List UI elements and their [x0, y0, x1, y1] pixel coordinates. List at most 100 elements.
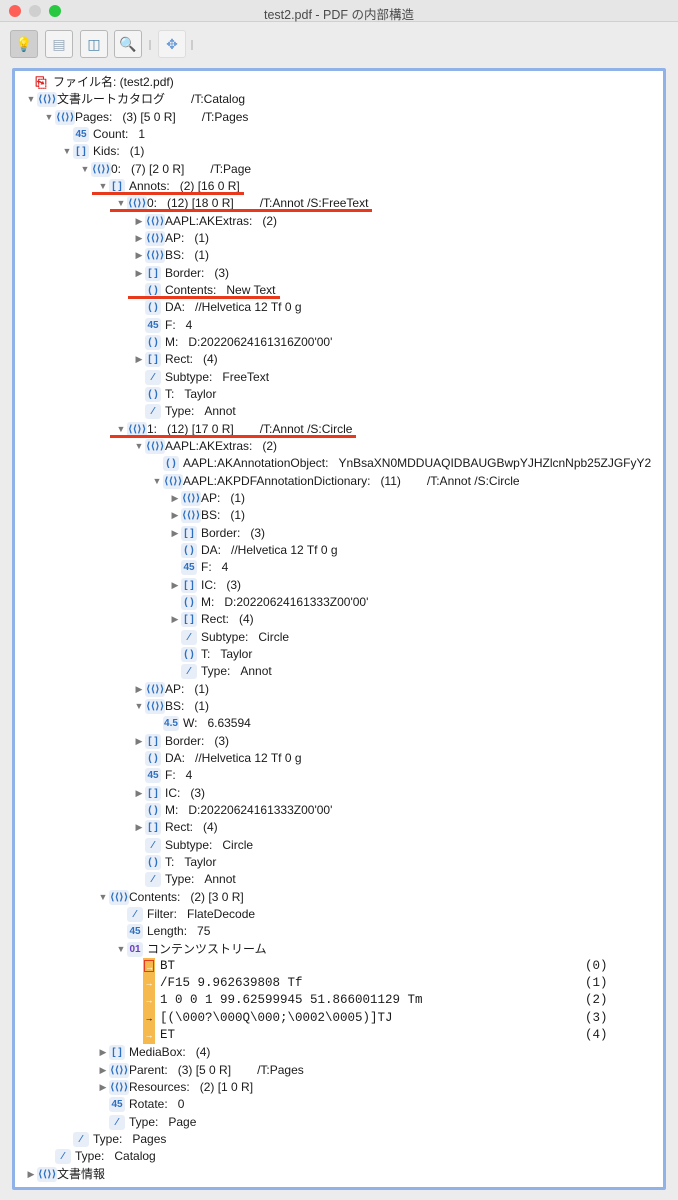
tree-row[interactable]: ▶[ ]IC:(3): [15, 577, 663, 594]
tree-row[interactable]: ▼⟨⟨⟩⟩AAPL:AKPDFAnnotationDictionary:(11)…: [15, 473, 663, 490]
tree-row[interactable]: ▶⟨⟨⟩⟩Resources:(2) [1 0 R]: [15, 1079, 663, 1096]
tree-row[interactable]: ▼[ ]Annots:(2) [16 0 R]: [15, 178, 663, 195]
tree-row[interactable]: ▶⟨⟨⟩⟩AP:(1): [15, 490, 663, 507]
tree-row[interactable]: ▼⟨⟨⟩⟩文書ルートカタログ/T:Catalog: [15, 91, 663, 108]
tree-row[interactable]: ▶[ ]Rect:(4): [15, 611, 663, 628]
close-button[interactable]: [9, 5, 21, 17]
disclosure-closed-icon[interactable]: ▶: [171, 527, 179, 538]
disclosure-open-icon[interactable]: ▼: [26, 94, 36, 105]
tree-row[interactable]: ⁄Type:Page: [15, 1114, 663, 1131]
disclosure-closed-icon[interactable]: ▶: [135, 232, 143, 243]
tree-row[interactable]: ( )Contents:New Text: [15, 282, 663, 299]
disclosure-closed-icon[interactable]: ▶: [135, 250, 143, 261]
tree-row[interactable]: ⁄Type:Catalog: [15, 1148, 663, 1165]
tree-row[interactable]: ▶[ ]Border:(3): [15, 265, 663, 282]
tree-row[interactable]: ⁄Subtype:Circle: [15, 629, 663, 646]
stream-line[interactable]: [(\000?\000Q\000;\0002\0005)]TJ: [160, 1010, 393, 1025]
tree-row[interactable]: ( )DA://Helvetica 12 Tf 0 g: [15, 750, 663, 767]
disclosure-open-icon[interactable]: ▼: [116, 423, 126, 434]
tree-row[interactable]: ( )DA://Helvetica 12 Tf 0 g: [15, 299, 663, 316]
stream-line[interactable]: 1 0 0 1 99.62599945 51.866001129 Tm: [160, 993, 423, 1008]
disclosure-closed-icon[interactable]: ▶: [135, 683, 143, 694]
disclosure-open-icon[interactable]: ▼: [134, 440, 144, 451]
search-button[interactable]: 🔍: [114, 30, 142, 58]
disclosure-open-icon[interactable]: ▼: [98, 180, 108, 191]
tree-row[interactable]: ( )M:D:20220624161333Z00'00': [15, 594, 663, 611]
tree-row[interactable]: ▶⟨⟨⟩⟩文書情報: [15, 1166, 663, 1183]
disclosure-open-icon[interactable]: ▼: [80, 163, 90, 174]
info-button[interactable]: 💡: [10, 30, 38, 58]
tree-row[interactable]: ( )M:D:20220624161316Z00'00': [15, 334, 663, 351]
disclosure-closed-icon[interactable]: ▶: [27, 1168, 35, 1179]
disclosure-closed-icon[interactable]: ▶: [99, 1047, 107, 1058]
disclosure-open-icon[interactable]: ▼: [134, 700, 144, 711]
tree-row[interactable]: ▼⟨⟨⟩⟩Pages:(3) [5 0 R]/T:Pages: [15, 109, 663, 126]
stream-line[interactable]: ET: [160, 1028, 176, 1043]
tree-row[interactable]: ▼⟨⟨⟩⟩1:(12) [17 0 R]/T:Annot /S:Circle: [15, 421, 663, 438]
tree-row[interactable]: ( )T:Taylor: [15, 386, 663, 403]
tree-row[interactable]: ▶⟨⟨⟩⟩AP:(1): [15, 681, 663, 698]
tree-row[interactable]: ▶⟨⟨⟩⟩AP:(1): [15, 230, 663, 247]
minimize-button[interactable]: [29, 5, 41, 17]
disclosure-open-icon[interactable]: ▼: [116, 943, 126, 954]
tree-row[interactable]: ( )DA://Helvetica 12 Tf 0 g: [15, 542, 663, 559]
zoom-button[interactable]: [49, 5, 61, 17]
tree-row[interactable]: ▶⟨⟨⟩⟩Parent:(3) [5 0 R]/T:Pages: [15, 1062, 663, 1079]
structure-tree[interactable]: ⎘ファイル名: (test2.pdf)▼⟨⟨⟩⟩文書ルートカタログ/T:Cata…: [12, 68, 666, 1190]
disclosure-open-icon[interactable]: ▼: [116, 198, 126, 209]
disclosure-closed-icon[interactable]: ▶: [171, 510, 179, 521]
tree-row[interactable]: ▼⟨⟨⟩⟩0:(7) [2 0 R]/T:Page: [15, 161, 663, 178]
tree-row[interactable]: ▶[ ]Rect:(4): [15, 351, 663, 368]
stream-line[interactable]: BT: [160, 958, 176, 973]
disclosure-open-icon[interactable]: ▼: [44, 111, 54, 122]
disclosure-closed-icon[interactable]: ▶: [99, 1064, 107, 1075]
disclosure-closed-icon[interactable]: ▶: [171, 614, 179, 625]
disclosure-closed-icon[interactable]: ▶: [171, 492, 179, 503]
disclosure-closed-icon[interactable]: ▶: [135, 354, 143, 365]
tree-row[interactable]: ▶[ ]Border:(3): [15, 733, 663, 750]
tree-row[interactable]: ⁄Type:Annot: [15, 871, 663, 888]
layout-button[interactable]: ◫: [80, 30, 108, 58]
disclosure-open-icon[interactable]: ▼: [62, 146, 72, 157]
tree-row[interactable]: ⁄Type:Annot: [15, 403, 663, 420]
tree-row[interactable]: ⎘ファイル名: (test2.pdf): [15, 74, 663, 91]
tree-row[interactable]: ▶[ ]IC:(3): [15, 785, 663, 802]
tree-row[interactable]: ▶[ ]Border:(3): [15, 525, 663, 542]
tree-row[interactable]: ▼⟨⟨⟩⟩AAPL:AKExtras:(2): [15, 438, 663, 455]
disclosure-open-icon[interactable]: ▼: [98, 891, 108, 902]
disclosure-closed-icon[interactable]: ▶: [135, 787, 143, 798]
tree-row[interactable]: ▼[ ]Kids:(1): [15, 143, 663, 160]
disclosure-closed-icon[interactable]: ▶: [135, 822, 143, 833]
tree-row[interactable]: ▶⟨⟨⟩⟩AAPL:AKExtras:(2): [15, 213, 663, 230]
tree-row[interactable]: ⁄Type:Annot: [15, 663, 663, 680]
tree-row[interactable]: ⁄Type:Pages: [15, 1131, 663, 1148]
disclosure-closed-icon[interactable]: ▶: [135, 267, 143, 278]
tree-row[interactable]: ( )AAPL:AKAnnotationObject:YnBsaXN0MDDUA…: [15, 455, 663, 472]
tree-row[interactable]: ( )T:Taylor: [15, 854, 663, 871]
tree-row[interactable]: ▶⟨⟨⟩⟩BS:(1): [15, 507, 663, 524]
tree-row[interactable]: ⁄Subtype:Circle: [15, 837, 663, 854]
tree-row[interactable]: ▶[ ]Rect:(4): [15, 819, 663, 836]
stream-line[interactable]: /F15 9.962639808 Tf: [160, 976, 303, 991]
disclosure-closed-icon[interactable]: ▶: [171, 579, 179, 590]
disclosure-open-icon[interactable]: ▼: [152, 475, 162, 486]
page-button[interactable]: ▤: [45, 30, 73, 58]
tree-row[interactable]: ▼⟨⟨⟩⟩Contents:(2) [3 0 R]: [15, 889, 663, 906]
tree-row[interactable]: ▼⟨⟨⟩⟩0:(12) [18 0 R]/T:Annot /S:FreeText: [15, 195, 663, 212]
tree-row[interactable]: ▶[ ]MediaBox:(4): [15, 1044, 663, 1061]
tree-row[interactable]: ▶⟨⟨⟩⟩BS:(1): [15, 247, 663, 264]
tree-row[interactable]: ▼⟨⟨⟩⟩BS:(1): [15, 698, 663, 715]
disclosure-closed-icon[interactable]: ▶: [99, 1082, 107, 1093]
tree-row[interactable]: ( )T:Taylor: [15, 646, 663, 663]
tree-row[interactable]: ⁄Filter:FlateDecode: [15, 906, 663, 923]
tree-row[interactable]: ⁄Subtype:FreeText: [15, 369, 663, 386]
disclosure-closed-icon[interactable]: ▶: [135, 735, 143, 746]
